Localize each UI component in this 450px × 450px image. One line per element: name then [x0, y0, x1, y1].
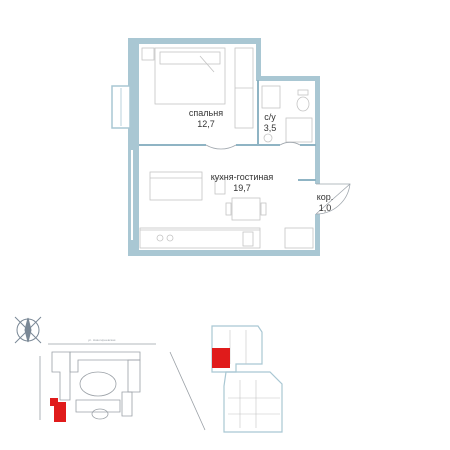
interior-walls	[139, 80, 316, 181]
door-swing-bath	[279, 141, 301, 146]
door-swing-icon	[205, 144, 237, 150]
wall-right-bedroom	[256, 38, 261, 80]
building-tower	[121, 391, 133, 417]
highlighted-section-cap	[50, 398, 58, 406]
building-block-south	[75, 399, 121, 413]
room-label-kitchen-living: кухня-гостиная 19,7	[202, 172, 282, 194]
site-plan: ул. Новогиреевская	[39, 338, 206, 431]
chair-2	[260, 202, 267, 216]
room-area-bathroom: 3,5	[263, 123, 277, 133]
window-icon	[111, 85, 133, 240]
counter	[139, 227, 261, 249]
sink	[263, 133, 273, 143]
room-label-bathroom: с/у 3,5	[258, 112, 282, 134]
wall-bottom	[128, 250, 320, 256]
room-area-corridor: 1,0	[318, 203, 332, 213]
room-name-corridor: кор.	[316, 192, 334, 202]
site-buildings	[51, 351, 141, 420]
room-name-bathroom: с/у	[264, 112, 276, 122]
bedroom-furniture	[141, 47, 254, 129]
room-name-bedroom: спальня	[188, 108, 224, 118]
compass-icon	[14, 316, 42, 344]
wall-right-corridor	[315, 214, 320, 256]
wall-right-bathroom	[315, 76, 320, 184]
bathtub	[261, 85, 281, 109]
bed-pillow	[159, 51, 221, 65]
building-block-east	[127, 359, 141, 393]
room-area-kitchen-living: 19,7	[233, 183, 251, 193]
kitchen-living-furniture	[139, 171, 314, 249]
room-area-bedroom: 12,7	[197, 119, 215, 129]
door-entrance-leaf	[315, 183, 351, 215]
courtyard-2	[91, 408, 109, 420]
floor-outline-north	[211, 325, 263, 373]
stove-burner-2	[166, 234, 174, 242]
sofa	[149, 171, 203, 201]
chair-1	[225, 202, 232, 216]
floor-plan	[111, 38, 351, 256]
highlighted-section	[54, 402, 66, 422]
wall-top-bathroom	[256, 76, 320, 81]
wall-left-bedroom	[128, 38, 139, 252]
toilet	[296, 96, 310, 112]
nightstand	[141, 47, 155, 61]
bed-blanket-fold	[199, 55, 215, 73]
cabinet	[284, 227, 314, 249]
fridge	[242, 231, 254, 247]
room-label-bedroom: спальня 12,7	[186, 108, 226, 130]
bed	[154, 47, 226, 105]
street-label-top: ул. Новогиреевская	[88, 338, 116, 342]
doors	[205, 141, 351, 215]
street-line-right	[169, 351, 206, 431]
bathroom-fixtures	[261, 85, 313, 143]
apartment-highlight	[212, 348, 230, 368]
stove-burner	[156, 234, 164, 242]
building-block-west	[51, 351, 71, 401]
courtyard	[79, 371, 117, 397]
wall-top-bedroom	[128, 38, 261, 44]
toilet-tank	[297, 89, 309, 96]
room-label-corridor: кор. 1,0	[312, 192, 338, 214]
room-name-kitchen-living: кухня-гостиная	[210, 172, 274, 182]
floor-locator	[211, 325, 283, 433]
dining-table	[231, 197, 261, 221]
floor-outline-south	[223, 371, 283, 433]
compass-pointer	[24, 317, 32, 343]
exterior-walls	[128, 38, 320, 256]
floor-inner-lines	[228, 330, 280, 428]
coffee-table	[214, 177, 226, 195]
shower-tray	[285, 117, 313, 143]
building-block-north	[69, 351, 141, 373]
